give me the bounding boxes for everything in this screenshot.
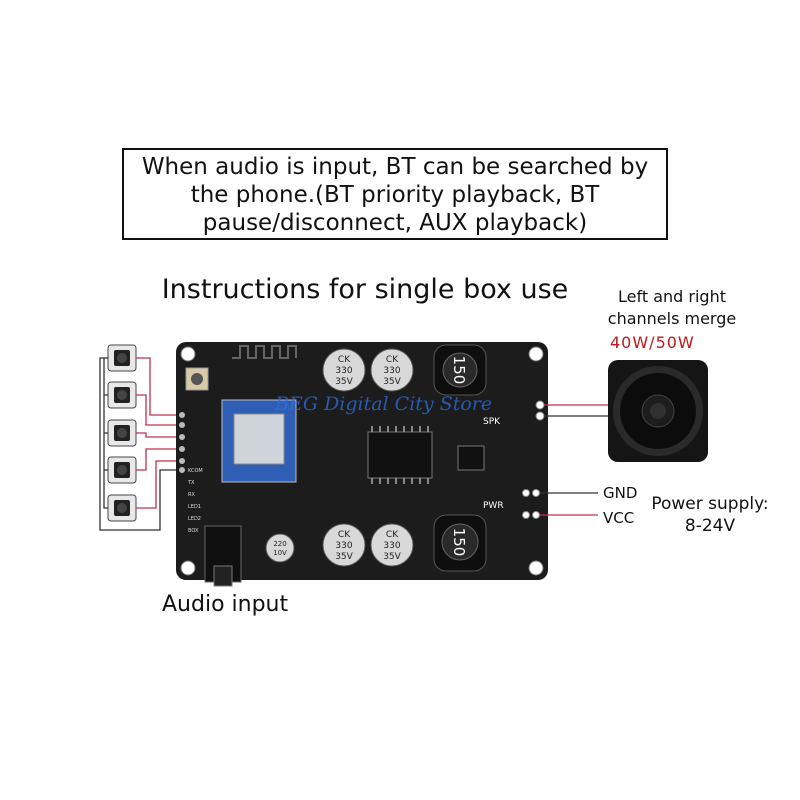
- capacitor-bottom-2: [370, 523, 414, 567]
- inductor-bottom-value: 150: [450, 528, 468, 557]
- speaker-caption: Left and right channels merge: [592, 286, 752, 330]
- power-supply-line-2: 8-24V: [684, 516, 736, 536]
- push-button-group: [107, 344, 137, 522]
- cap-top-2-value: 330: [383, 366, 400, 376]
- pin-label-tx: TX: [187, 480, 195, 486]
- capacitor-top-1: [322, 348, 366, 392]
- amplifier-chip: [367, 431, 433, 479]
- capacitor-top-2: [370, 348, 414, 392]
- audio-input-label: Audio input: [162, 592, 289, 617]
- power-supply-caption: Power supply: 8-24V: [640, 493, 780, 537]
- cap-top-1-brand: CK: [338, 355, 351, 365]
- pin-label-led2: LED2: [188, 516, 201, 522]
- power-rating: 40W/50W: [610, 333, 695, 352]
- amplifier-board: [176, 342, 548, 587]
- cap-bottom-1-brand: CK: [338, 530, 351, 540]
- cap-bottom-2-brand: CK: [386, 530, 399, 540]
- cap-top-1-value: 330: [335, 366, 352, 376]
- vcc-label: VCC: [603, 509, 635, 527]
- push-button-1: [107, 344, 137, 372]
- pin-label-kcom: KCOM: [188, 468, 203, 474]
- pwr-label: PWR: [483, 501, 504, 511]
- cap-top-2-voltage: 35V: [383, 377, 401, 387]
- push-button-3: [107, 419, 137, 447]
- notice-line-2: the phone.(BT priority playback, BT: [190, 182, 600, 208]
- regulator-chip: [457, 445, 485, 471]
- header-pins: [179, 412, 185, 473]
- info-notice-box: When audio is input, BT can be searched …: [122, 148, 668, 240]
- small-cap-value: 220: [273, 540, 286, 548]
- cap-bottom-2-voltage: 35V: [383, 552, 401, 562]
- notice-line-3: pause/disconnect, AUX playback): [202, 210, 588, 236]
- cap-top-1-voltage: 35V: [335, 377, 353, 387]
- antenna-trace: [232, 345, 297, 359]
- pin-label-led1: LED1: [188, 504, 201, 510]
- audio-jack: [204, 525, 242, 583]
- notice-line-1: When audio is input, BT can be searched …: [141, 154, 649, 180]
- gnd-label: GND: [603, 484, 638, 502]
- cap-bottom-1-voltage: 35V: [335, 552, 353, 562]
- speaker-caption-line-1: Left and right: [618, 287, 726, 306]
- small-cap-voltage: 10V: [273, 549, 287, 557]
- diagram-title: Instructions for single box use: [161, 274, 569, 305]
- speaker: [608, 360, 708, 462]
- push-button-5: [107, 494, 137, 522]
- cap-bottom-2-value: 330: [383, 541, 400, 551]
- push-button-2: [107, 381, 137, 409]
- button-wires: [99, 357, 182, 531]
- cap-top-2-brand: CK: [386, 355, 399, 365]
- push-button-4: [107, 456, 137, 484]
- speaker-wires: [540, 404, 612, 516]
- capacitor-bottom-1: [322, 523, 366, 567]
- spk-terminal-pads: [535, 400, 545, 421]
- pwr-terminal-pads: [522, 489, 540, 519]
- spk-label: SPK: [483, 417, 501, 427]
- pin-label-box: BOX: [188, 528, 199, 534]
- power-supply-line-1: Power supply:: [651, 494, 769, 514]
- pin-label-rx: RX: [188, 492, 195, 498]
- store-watermark: BEG Digital City Store: [275, 393, 493, 415]
- speaker-caption-line-2: channels merge: [607, 309, 737, 328]
- inductor-top-value: 150: [450, 356, 468, 385]
- capacitor-small: [265, 533, 295, 563]
- cap-bottom-1-value: 330: [335, 541, 352, 551]
